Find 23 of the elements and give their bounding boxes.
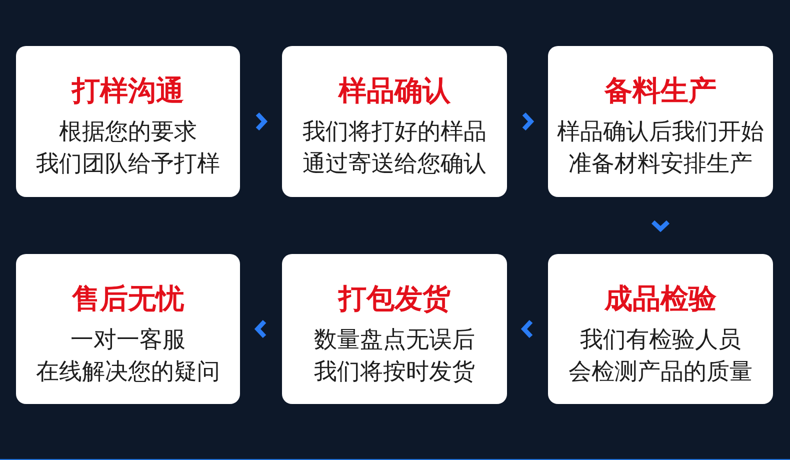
chevron-arrow xyxy=(256,112,268,131)
step-description: 我们将打好的样品通过寄送给您确认 xyxy=(302,118,486,179)
chevron-arrow xyxy=(522,112,534,131)
step-description: 样品确认后我们开始准备材料安排生产 xyxy=(557,118,764,179)
step-card xyxy=(282,46,507,197)
step-card xyxy=(16,254,240,404)
step-title: 成品检验 xyxy=(604,282,716,316)
step-description: 一对一客服在线解决您的疑问 xyxy=(36,326,220,387)
chevron-arrow xyxy=(254,320,266,338)
step-card xyxy=(16,46,240,197)
chevron-arrow xyxy=(651,220,670,232)
step-card xyxy=(548,46,773,197)
step-card xyxy=(548,254,773,404)
chevron-arrow xyxy=(520,320,533,338)
step-title: 售后无忧 xyxy=(72,282,184,316)
step-title: 样品确认 xyxy=(338,74,450,108)
step-title: 备料生产 xyxy=(604,74,716,108)
step-card xyxy=(282,254,507,404)
step-title: 打包发货 xyxy=(338,282,450,316)
step-description: 我们有检验人员会检测产品的质量 xyxy=(568,326,752,387)
step-description: 数量盘点无误后我们将按时发货 xyxy=(314,326,475,387)
step-title: 打样沟通 xyxy=(72,74,184,108)
step-description: 根据您的要求我们团队给予打样 xyxy=(36,118,220,179)
